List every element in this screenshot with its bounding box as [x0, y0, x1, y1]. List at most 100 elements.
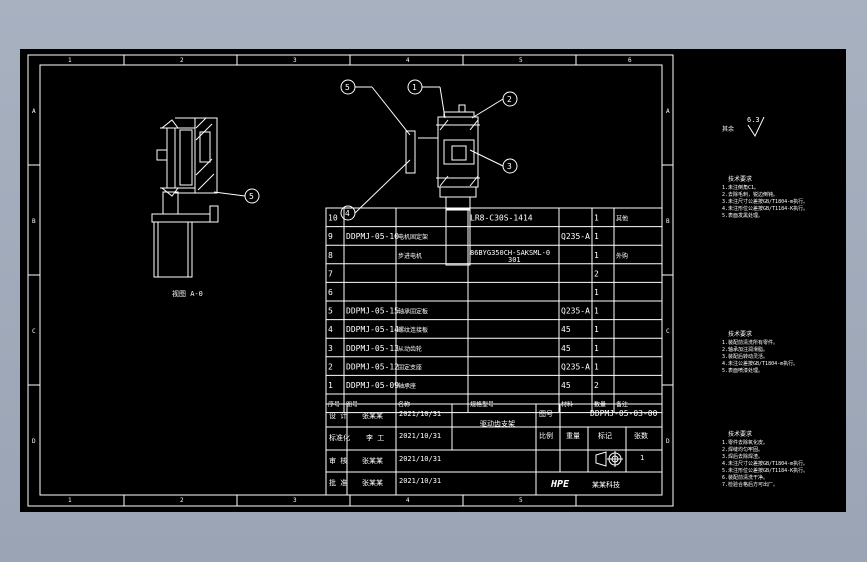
surface-finish-icon — [747, 116, 765, 138]
bom-cell-note: 其他 — [616, 215, 628, 223]
bom-cell-qty: 1 — [594, 232, 599, 241]
bom-cell-no: 2 — [328, 362, 333, 371]
bom-cell-mat: 45 — [561, 344, 571, 353]
bom-cell-code: DDPMJ-05-12 — [346, 362, 399, 371]
bom-cell-qty: 1 — [594, 288, 599, 297]
bom-outline — [325, 207, 663, 414]
bom-cell-note: 备注 — [616, 401, 628, 409]
bom-cell-name: 步进电机 — [398, 252, 422, 260]
bom-cell-code: DDPMJ-05-15 — [346, 307, 399, 316]
bom-cell-code: DDPMJ-05-13 — [346, 344, 399, 353]
bom-cell-qty: 数量 — [594, 401, 606, 409]
bom-cell-mat: 45 — [561, 381, 571, 390]
tb-role: 标准化 — [329, 433, 350, 442]
surface-value: 6.3 — [747, 116, 760, 124]
balloon-label: 1 — [412, 83, 417, 92]
bom-cell-qty: 1 — [594, 344, 599, 353]
bom-cell-name: 轴承固定板 — [398, 308, 428, 316]
col-label: 3 — [293, 497, 297, 504]
tb-role: 设 计 — [329, 411, 347, 420]
title-block-text: 设 计 张某某 2021/10/31 标准化 李 工 2021/10/31 审 … — [329, 409, 658, 490]
bom-cell-qty: 1 — [594, 214, 599, 223]
bom-cell-no: 1 — [328, 381, 333, 390]
note-line: 3.焊后去除焊渣。 — [722, 453, 763, 460]
row-label: A — [666, 108, 670, 115]
view-label: 视图 A-0 — [172, 289, 203, 298]
balloon-label: 3 — [507, 162, 512, 171]
bom-cell-name: 电机固定架 — [398, 233, 428, 241]
bom-cell-no: 8 — [328, 251, 333, 260]
bom-cell-qty: 2 — [594, 381, 599, 390]
bom-cell-mat: 45 — [561, 325, 571, 334]
sheet-label: 张数 — [634, 431, 648, 440]
row-label: D — [666, 438, 670, 445]
side-view-hatch — [195, 117, 215, 191]
bom-cell-spec: LR8-C30S-1414 — [470, 214, 533, 223]
company-logo: HPE — [550, 479, 570, 490]
note-line: 6.装配前清洗干净。 — [722, 474, 768, 481]
leaders — [354, 86, 504, 214]
tb-person: 张某某 — [362, 456, 383, 465]
row-label: C — [32, 328, 36, 335]
bom-cell-code: DDPMJ-05-09 — [346, 381, 399, 390]
row-label: B — [666, 218, 670, 225]
tb-role: 审 核 — [329, 456, 347, 465]
note-line: 2.轴承加注润滑脂。 — [722, 346, 768, 353]
bom-cell-mat: Q235-A — [561, 362, 590, 371]
notes-title: 技术要求 — [728, 330, 752, 338]
bom-cell-name: 螺纹连接板 — [398, 326, 428, 334]
company-name: 某某科技 — [592, 480, 620, 489]
balloon-label: 5 — [345, 83, 350, 92]
drawing-area — [20, 49, 846, 512]
bom-cell-no: 序号 — [328, 401, 340, 409]
bom-cell-name: 名称 — [398, 401, 410, 409]
col-label: 4 — [406, 57, 410, 64]
balloons — [340, 79, 518, 221]
bom-cell-qty: 1 — [594, 251, 599, 260]
tb-role: 批 准 — [329, 478, 347, 487]
balloon-label: 4 — [345, 209, 350, 218]
col-label: 2 — [180, 57, 184, 64]
mark-label: 标记 — [598, 431, 612, 440]
note-line: 5.表面发黑处理。 — [722, 212, 763, 219]
bom-cell-qty: 1 — [594, 325, 599, 334]
surface-label: 其余 — [722, 125, 734, 133]
note-line: 1.装配前清洗所有零件。 — [722, 339, 778, 346]
scale-label: 比例 — [539, 431, 553, 440]
bom-cell-name: 固定支座 — [398, 363, 422, 371]
balloon-label: 2 — [507, 95, 512, 104]
row-label: B — [32, 218, 36, 225]
bom-cell-qty: 1 — [594, 362, 599, 371]
note-line: 4.未注形位公差按GB/T1184-K执行。 — [722, 205, 808, 212]
notes-title: 技术要求 — [728, 430, 752, 438]
frame-labels: 1 2 3 4 5 6 1 2 3 4 5 A B C D A B C D — [32, 57, 670, 504]
bom-cell-code: 图号 — [346, 402, 358, 409]
drawing-no: DDPMJ-05-03-00 — [590, 409, 658, 418]
row-label: D — [32, 438, 36, 445]
bom-cell-no: 3 — [328, 344, 333, 353]
tb-date: 2021/10/31 — [399, 410, 441, 418]
col-label: 5 — [519, 497, 523, 504]
notes-title: 技术要求 — [728, 175, 752, 183]
note-line: 5.表面喷漆处理。 — [722, 367, 763, 374]
col-label: 1 — [68, 57, 72, 64]
frame-ticks — [28, 55, 673, 506]
row-label: C — [666, 328, 670, 335]
row-label: A — [32, 108, 36, 115]
part-name: 驱动齿支架 — [480, 419, 515, 428]
tb-person: 张某某 — [362, 411, 383, 420]
col-label: 2 — [180, 497, 184, 504]
note-line: 4.未注公差按GB/T1804-m执行。 — [722, 360, 798, 367]
bom-cell-name: 从动齿轮 — [398, 345, 422, 353]
front-view — [405, 104, 480, 266]
note-line: 2.焊缝均匀牢固。 — [722, 446, 763, 453]
weight-label: 重量 — [566, 432, 580, 440]
note-line: 3.装配后转动灵活。 — [722, 353, 768, 360]
note-line: 4.未注尺寸公差按GB/T1804-m执行。 — [722, 460, 808, 467]
tb-date: 2021/10/31 — [399, 432, 441, 440]
note-line: 5.未注形位公差按GB/T1184-K执行。 — [722, 467, 808, 474]
note-line: 7.检验合格后方可出厂。 — [722, 481, 778, 488]
bom-cell-no: 7 — [328, 269, 333, 278]
